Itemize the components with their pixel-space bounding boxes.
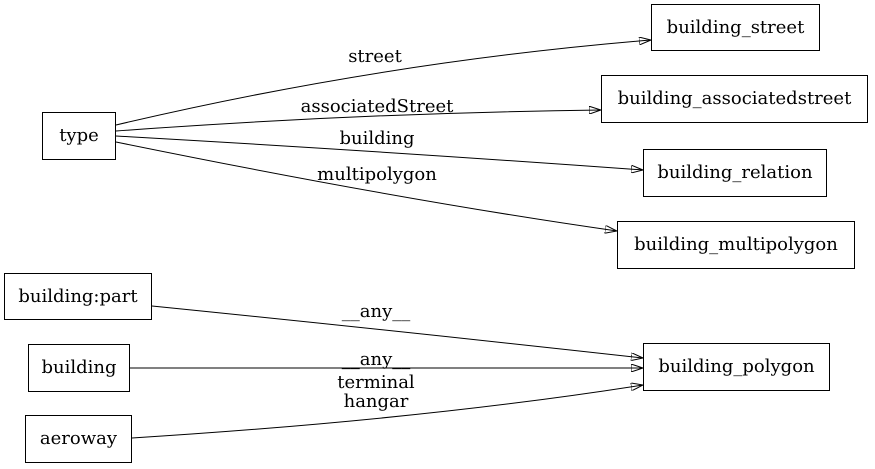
node-building_associatedstreet: building_associatedstreet	[601, 75, 868, 123]
edge-buildingpart-building_polygon	[151, 305, 643, 358]
node-building_street: building_street	[651, 4, 820, 51]
edge-aeroway-building_polygon	[131, 385, 643, 439]
node-building-part: building:part	[4, 273, 152, 320]
edge-label-building: building	[339, 128, 415, 149]
edge-label-multipolygon: multipolygon	[317, 164, 437, 185]
edge-type-building_street	[115, 40, 651, 126]
edge-type-building_relation	[115, 135, 643, 170]
edge-label-hangar: hangar	[343, 391, 409, 412]
edge-type-building_associatedstreet	[115, 110, 601, 132]
node-aeroway: aeroway	[25, 415, 132, 463]
edge-label-street: street	[348, 46, 402, 67]
edge-type-building_multipolygon	[115, 141, 617, 231]
node-building_multipolygon: building_multipolygon	[617, 221, 855, 269]
edge-label-any-building: __any__	[341, 349, 411, 370]
node-building_polygon: building_polygon	[643, 343, 830, 391]
node-type: type	[42, 112, 116, 160]
edge-label-associatedstreet: associatedStreet	[300, 96, 454, 117]
edge-label-any-buildingpart: __any__	[341, 301, 411, 322]
node-building: building	[28, 344, 130, 392]
node-building_relation: building_relation	[643, 149, 827, 197]
edge-label-terminal: terminal	[337, 372, 415, 393]
